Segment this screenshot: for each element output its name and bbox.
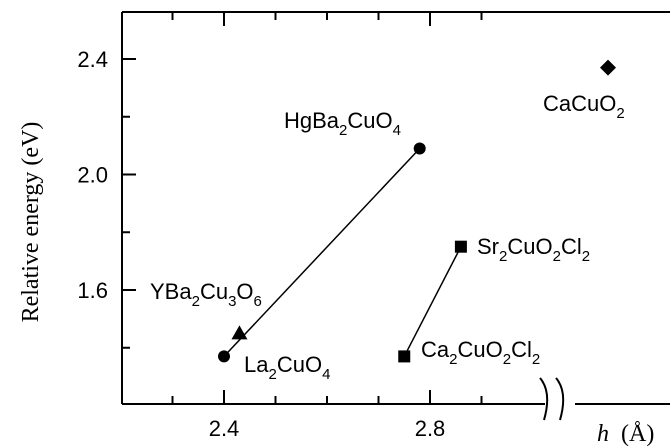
y-tick-label: 2.4: [77, 47, 108, 72]
y-tick-label: 2.0: [77, 163, 108, 188]
x-axis-unit: (Å): [621, 421, 654, 447]
label-subscript: 2: [268, 366, 276, 383]
label-text: O: [236, 279, 253, 304]
plot-frame: [121, 11, 670, 421]
label-subscript: 2: [449, 351, 457, 368]
point-label-hg: HgBa2CuO4: [284, 108, 401, 139]
data-markers: [218, 59, 616, 363]
y-tick-label: 1.6: [77, 278, 108, 303]
label-subscript: 2: [192, 293, 200, 310]
series-line: [403, 246, 462, 357]
square-marker-ca2: [398, 350, 411, 363]
label-text: HgBa: [284, 108, 340, 133]
label-subscript: 6: [254, 293, 262, 310]
label-subscript: 4: [322, 366, 330, 383]
label-text: Cu: [200, 279, 228, 304]
axis-ticks: 2.4 2.8 1.6 2.0 2.4: [77, 12, 483, 441]
label-text: Cl: [511, 337, 532, 362]
label-subscript: 4: [393, 122, 401, 139]
label-subscript: 2: [339, 122, 347, 139]
label-subscript: 2: [553, 248, 561, 265]
label-subscript: 2: [616, 105, 624, 122]
circle-marker-hg: [413, 142, 426, 155]
x-tick-label: 2.4: [209, 416, 240, 441]
point-label-la: La2CuO4: [244, 352, 330, 383]
point-label-sr2: Sr2CuO2Cl2: [477, 234, 590, 265]
label-text: CuO: [277, 352, 322, 377]
x-tick-label: 2.8: [415, 416, 446, 441]
label-text: CaCuO: [543, 91, 616, 116]
series-lines: [223, 147, 462, 357]
x-axis-title: h (Å): [597, 421, 654, 447]
point-label-ybco: YBa2Cu3O6: [150, 279, 262, 310]
series-line: [223, 147, 421, 357]
label-text: La: [244, 352, 269, 377]
label-subscript: 2: [499, 248, 507, 265]
label-text: YBa: [150, 279, 192, 304]
circle-marker-la: [218, 350, 230, 363]
label-subscript: 2: [532, 351, 540, 368]
label-subscript: 3: [228, 293, 236, 310]
label-subscript: 2: [582, 248, 590, 265]
label-text: CuO: [457, 337, 502, 362]
x-axis-variable: h: [597, 421, 609, 447]
diamond-marker-cacuo2: [600, 59, 616, 76]
y-axis-title: Relative energy (eV): [18, 122, 44, 323]
label-text: Ca: [421, 337, 450, 362]
point-label-cacuo2: CaCuO2: [543, 91, 625, 122]
label-text: Sr: [477, 234, 499, 259]
point-labels: La2CuO4HgBa2CuO4YBa2Cu3O6Ca2CuO2Cl2Sr2Cu…: [150, 91, 625, 383]
label-text: CuO: [347, 108, 392, 133]
label-text: CuO: [507, 234, 552, 259]
label-subscript: 2: [503, 351, 511, 368]
triangle-marker-ybco: [231, 325, 248, 340]
point-label-ca2: Ca2CuO2Cl2: [421, 337, 540, 368]
square-marker-sr2: [454, 240, 467, 253]
label-text: Cl: [561, 234, 582, 259]
axis-break-mark: [555, 377, 565, 421]
axis-break-mark: [539, 377, 549, 421]
